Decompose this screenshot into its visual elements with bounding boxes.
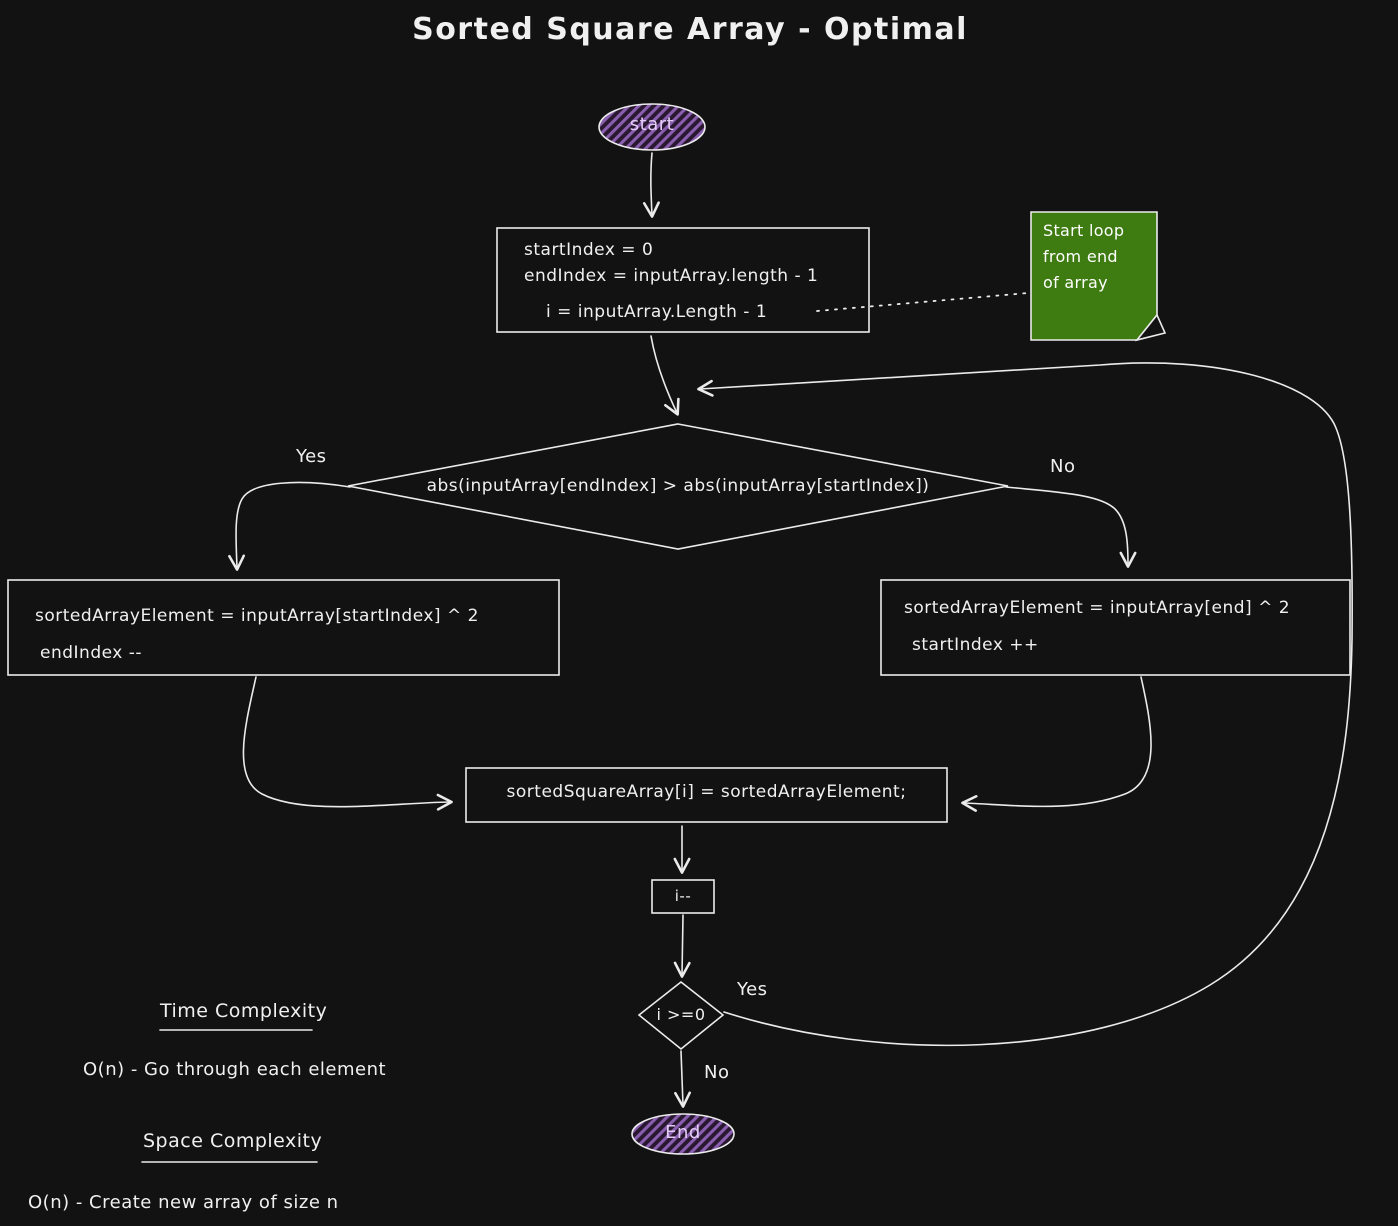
decrement-box [651, 879, 715, 914]
diagram-title: Sorted Square Array - Optimal [412, 12, 968, 47]
init-box-line-2: endIndex = inputArray.length - 1 [524, 266, 819, 286]
no-box-line-1: sortedArrayElement = inputArray[end] ^ 2 [904, 598, 1291, 618]
loop-condition-diamond [637, 980, 725, 1051]
condition-label: abs(inputArray[endIndex] > abs(inputArra… [426, 476, 930, 496]
condition-diamond [347, 423, 1009, 550]
note-text: Start loop from end of array [1043, 221, 1125, 292]
start-terminal [598, 103, 706, 151]
time-complexity-heading: Time Complexity [160, 1000, 328, 1022]
yes-process-box [7, 579, 560, 676]
time-complexity-detail: O(n) - Go through each element [83, 1059, 387, 1080]
arrow-condition-no [1005, 486, 1137, 568]
space-complexity-detail: O(n) - Create new array of size n [28, 1192, 339, 1213]
arrow-start-to-init [642, 152, 660, 218]
condition-no-label: No [1050, 456, 1076, 477]
assign-box [465, 767, 948, 823]
yes-box-line-1: sortedArrayElement = inputArray[startInd… [35, 606, 479, 626]
arrow-init-to-condition [650, 335, 680, 416]
note-fold-corner [1134, 313, 1167, 342]
condition-yes-label: Yes [296, 446, 327, 467]
init-box [496, 227, 870, 333]
arrow-yesbox-to-assign [242, 676, 453, 811]
loop-condition-label: i >=0 [656, 1005, 706, 1024]
loop-yes-label: Yes [737, 979, 768, 1000]
init-box-line-1: startIndex = 0 [524, 240, 654, 260]
assign-box-label: sortedSquareArray[i] = sortedArrayElemen… [506, 782, 907, 802]
end-terminal [631, 1113, 735, 1155]
decrement-box-label: i-- [674, 887, 692, 905]
init-box-line-3: i = inputArray.Length - 1 [546, 302, 768, 322]
arrow-nobox-to-assign [961, 676, 1152, 812]
no-box-line-2: startIndex ++ [912, 635, 1039, 655]
arrow-loopback-to-condition [697, 362, 1353, 1047]
yes-box-line-2: endIndex -- [40, 643, 142, 663]
end-terminal-label: End [665, 1122, 701, 1143]
start-terminal-label: start [629, 114, 675, 135]
space-complexity-heading: Space Complexity [143, 1130, 323, 1152]
no-process-box [880, 579, 1351, 676]
arrow-condition-yes [228, 481, 351, 571]
arrow-loopcond-to-end [674, 1050, 692, 1108]
arrow-decrement-to-loopcond [673, 914, 691, 978]
dotted-connector-init-to-note [816, 292, 1029, 312]
loop-no-label: No [704, 1062, 730, 1083]
